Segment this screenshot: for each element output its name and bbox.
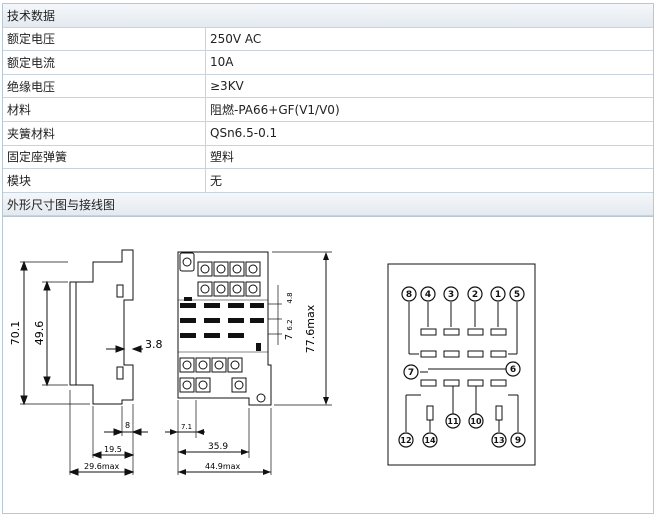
spec-row: 夹簧材料 QSn6.5-0.1 — [3, 121, 653, 146]
spec-header-row: 技术数据 — [3, 4, 653, 28]
spec-row: 额定电压 250V AC — [3, 27, 653, 52]
spec-row: 固定座弹簧 塑料 — [3, 145, 653, 170]
terminal-label: 14 — [424, 436, 436, 445]
dim-6-2: 6.2 — [286, 319, 294, 330]
spec-label: 额定电压 — [3, 27, 206, 51]
terminal-label: 10 — [470, 417, 482, 426]
terminal-label: 3 — [448, 290, 454, 300]
spec-value: 250V AC — [210, 31, 262, 46]
terminal-label: 2 — [472, 290, 478, 300]
drawing-header-row: 外形尺寸图与接线图 — [3, 192, 653, 217]
terminal-label: 12 — [400, 436, 411, 445]
terminal-label: 9 — [515, 436, 521, 446]
dim-29-6: 29.6max — [84, 462, 120, 471]
spec-value: 10A — [210, 55, 234, 70]
spec-value: 阻燃-PA66+GF(V1/V0) — [210, 103, 340, 118]
dim-19-5: 19.5 — [104, 445, 122, 454]
dim-4-8: 4.8 — [286, 292, 294, 303]
dim-77-6: 77.6max — [304, 304, 317, 353]
terminal-label: 7 — [408, 368, 414, 378]
dim-44-9: 44.9max — [205, 462, 241, 471]
section-title: 技术数据 — [7, 8, 56, 23]
terminal-label: 13 — [493, 436, 504, 445]
dim-7-1: 7.1 — [181, 423, 192, 431]
terminal-label: 11 — [447, 417, 459, 426]
spec-label: 固定座弹簧 — [3, 145, 206, 169]
spec-table: 技术数据 额定电压 250V AC 额定电流 10A 绝缘电压 ≥3KV 材料 … — [2, 3, 654, 218]
spec-label: 材料 — [3, 98, 206, 121]
drawing-title: 外形尺寸图与接线图 — [7, 197, 116, 212]
spec-row: 模块 无 — [3, 169, 653, 193]
spec-value: 无 — [210, 173, 223, 188]
spec-row: 额定电流 10A — [3, 51, 653, 75]
terminal-label: 4 — [425, 290, 431, 300]
dim-height-overall: 70.1 — [9, 321, 22, 346]
dim-tab: 3.8 — [145, 338, 163, 351]
spec-label: 模块 — [3, 169, 206, 192]
dim-height-inner: 49.6 — [33, 321, 46, 346]
spec-label: 额定电流 — [3, 51, 206, 74]
spec-label: 夹簧材料 — [3, 121, 206, 145]
spec-row: 绝缘电压 ≥3KV — [3, 74, 653, 99]
terminal-label: 5 — [514, 290, 520, 300]
terminal-label: 8 — [406, 290, 412, 300]
spec-value: ≥3KV — [210, 79, 244, 94]
spec-row: 材料 阻燃-PA66+GF(V1/V0) — [3, 98, 653, 122]
drawing-area — [2, 216, 654, 514]
spec-label: 绝缘电压 — [3, 74, 206, 98]
dim-35-9: 35.9 — [208, 442, 228, 452]
dim-8: 8 — [125, 421, 130, 430]
terminal-label: 1 — [495, 290, 501, 300]
spec-value: QSn6.5-0.1 — [210, 126, 278, 141]
terminal-label: 6 — [510, 365, 516, 375]
spec-value: 塑料 — [210, 150, 235, 165]
dim-7: 7 — [284, 334, 295, 340]
